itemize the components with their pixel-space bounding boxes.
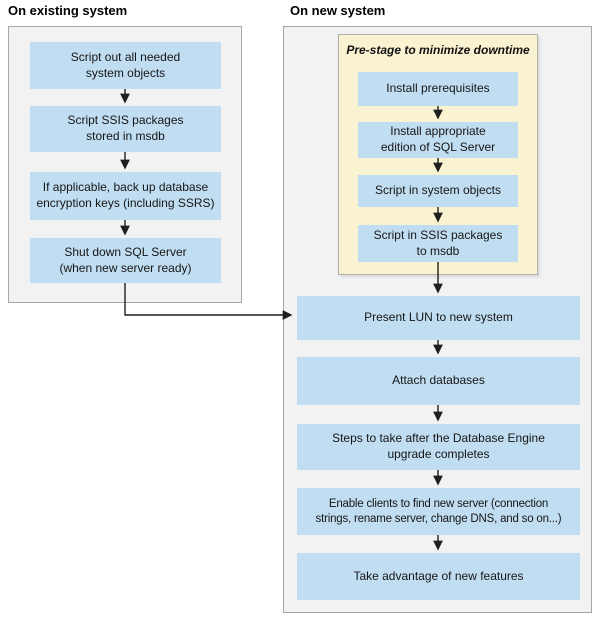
step-install-sql-server-edition: Install appropriate edition of SQL Serve… (358, 122, 518, 158)
step-script-ssis-packages: Script SSIS packages stored in msdb (30, 106, 221, 152)
step-attach-databases: Attach databases (297, 357, 580, 405)
column-header-new-system: On new system (290, 3, 386, 18)
step-backup-encryption-keys: If applicable, back up database encrypti… (30, 172, 221, 220)
step-script-in-system-objects: Script in system objects (358, 175, 518, 207)
step-enable-clients: Enable clients to find new server (conne… (297, 488, 580, 535)
step-install-prerequisites: Install prerequisites (358, 72, 518, 106)
step-present-lun: Present LUN to new system (297, 296, 580, 340)
prestage-title: Pre-stage to minimize downtime (346, 43, 530, 57)
step-script-in-ssis-packages: Script in SSIS packages to msdb (358, 225, 518, 262)
column-header-existing-system: On existing system (8, 3, 128, 18)
step-take-advantage-new-features: Take advantage of new features (297, 553, 580, 600)
step-script-out-system-objects: Script out all needed system objects (30, 42, 221, 89)
step-shut-down-sql-server: Shut down SQL Server (when new server re… (30, 238, 221, 283)
step-post-upgrade-steps: Steps to take after the Database Engine … (297, 424, 580, 470)
